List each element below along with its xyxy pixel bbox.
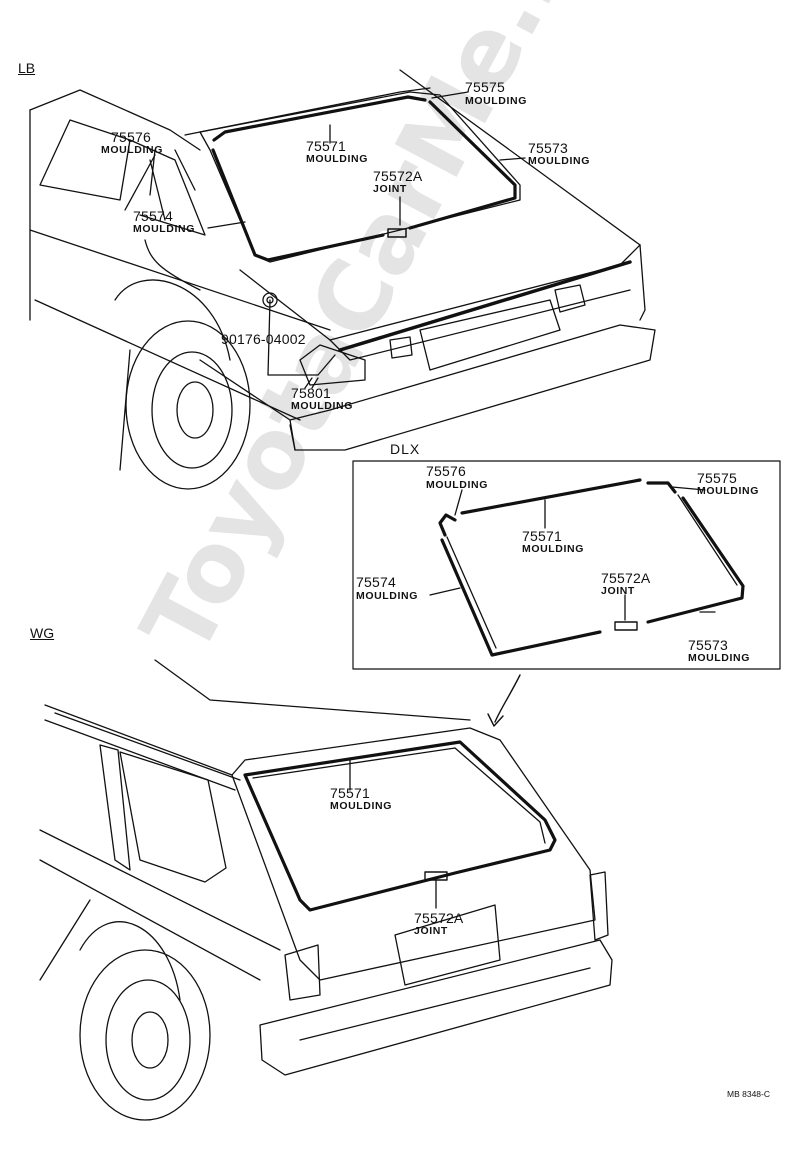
lb-part-number-75573: 75573 (528, 140, 568, 156)
lb-part-number-75801: 75801 (291, 385, 331, 401)
lb-part-name-75574: MOULDING (133, 223, 195, 235)
dlx-part-number-75575: 75575 (697, 470, 737, 486)
lb-part-name-75573: MOULDING (528, 155, 590, 167)
dlx-part-name-75571: MOULDING (522, 543, 584, 555)
lb-part-number-75575: 75575 (465, 79, 505, 95)
lb-part-name-75575: MOULDING (465, 95, 527, 107)
dlx-part-name-75574: MOULDING (356, 590, 418, 602)
wg-car-drawing (40, 660, 612, 1120)
wg-part-number-75572a: 75572A (414, 910, 464, 926)
lb-part-name-75571: MOULDING (306, 153, 368, 165)
dlx-part-number-75576: 75576 (426, 463, 466, 479)
dlx-part-name-75572a: JOINT (601, 585, 635, 597)
section-label-wg: WG (30, 625, 55, 641)
drawing-code: MB 8348-C (727, 1089, 770, 1099)
dlx-part-name-75575: MOULDING (697, 485, 759, 497)
section-label-lb: LB (18, 60, 36, 76)
lb-part-name-75801: MOULDING (291, 400, 353, 412)
lb-part-number-75572a: 75572A (373, 168, 423, 184)
dlx-part-number-75571: 75571 (522, 528, 562, 544)
lb-part-number-75571: 75571 (306, 138, 346, 154)
dlx-part-name-75576: MOULDING (426, 479, 488, 491)
lb-part-name-75572a: JOINT (373, 183, 407, 195)
section-label-dlx: DLX (390, 441, 421, 457)
lb-car-drawing (30, 70, 655, 489)
dlx-part-number-75573: 75573 (688, 637, 728, 653)
wg-part-name-75571: MOULDING (330, 800, 392, 812)
lb-part-number-75576: 75576 (111, 129, 151, 145)
wg-part-name-75572a: JOINT (414, 925, 448, 937)
dlx-inset (353, 461, 780, 726)
lb-part-number-75574: 75574 (133, 208, 173, 224)
dlx-part-number-75574: 75574 (356, 574, 396, 590)
lb-part-name-75576: MOULDING (101, 144, 163, 156)
dlx-part-name-75573: MOULDING (688, 652, 750, 664)
lb-part-number-90176-04002: 90176-04002 (221, 331, 306, 347)
dlx-part-number-75572a: 75572A (601, 570, 651, 586)
wg-part-number-75571: 75571 (330, 785, 370, 801)
